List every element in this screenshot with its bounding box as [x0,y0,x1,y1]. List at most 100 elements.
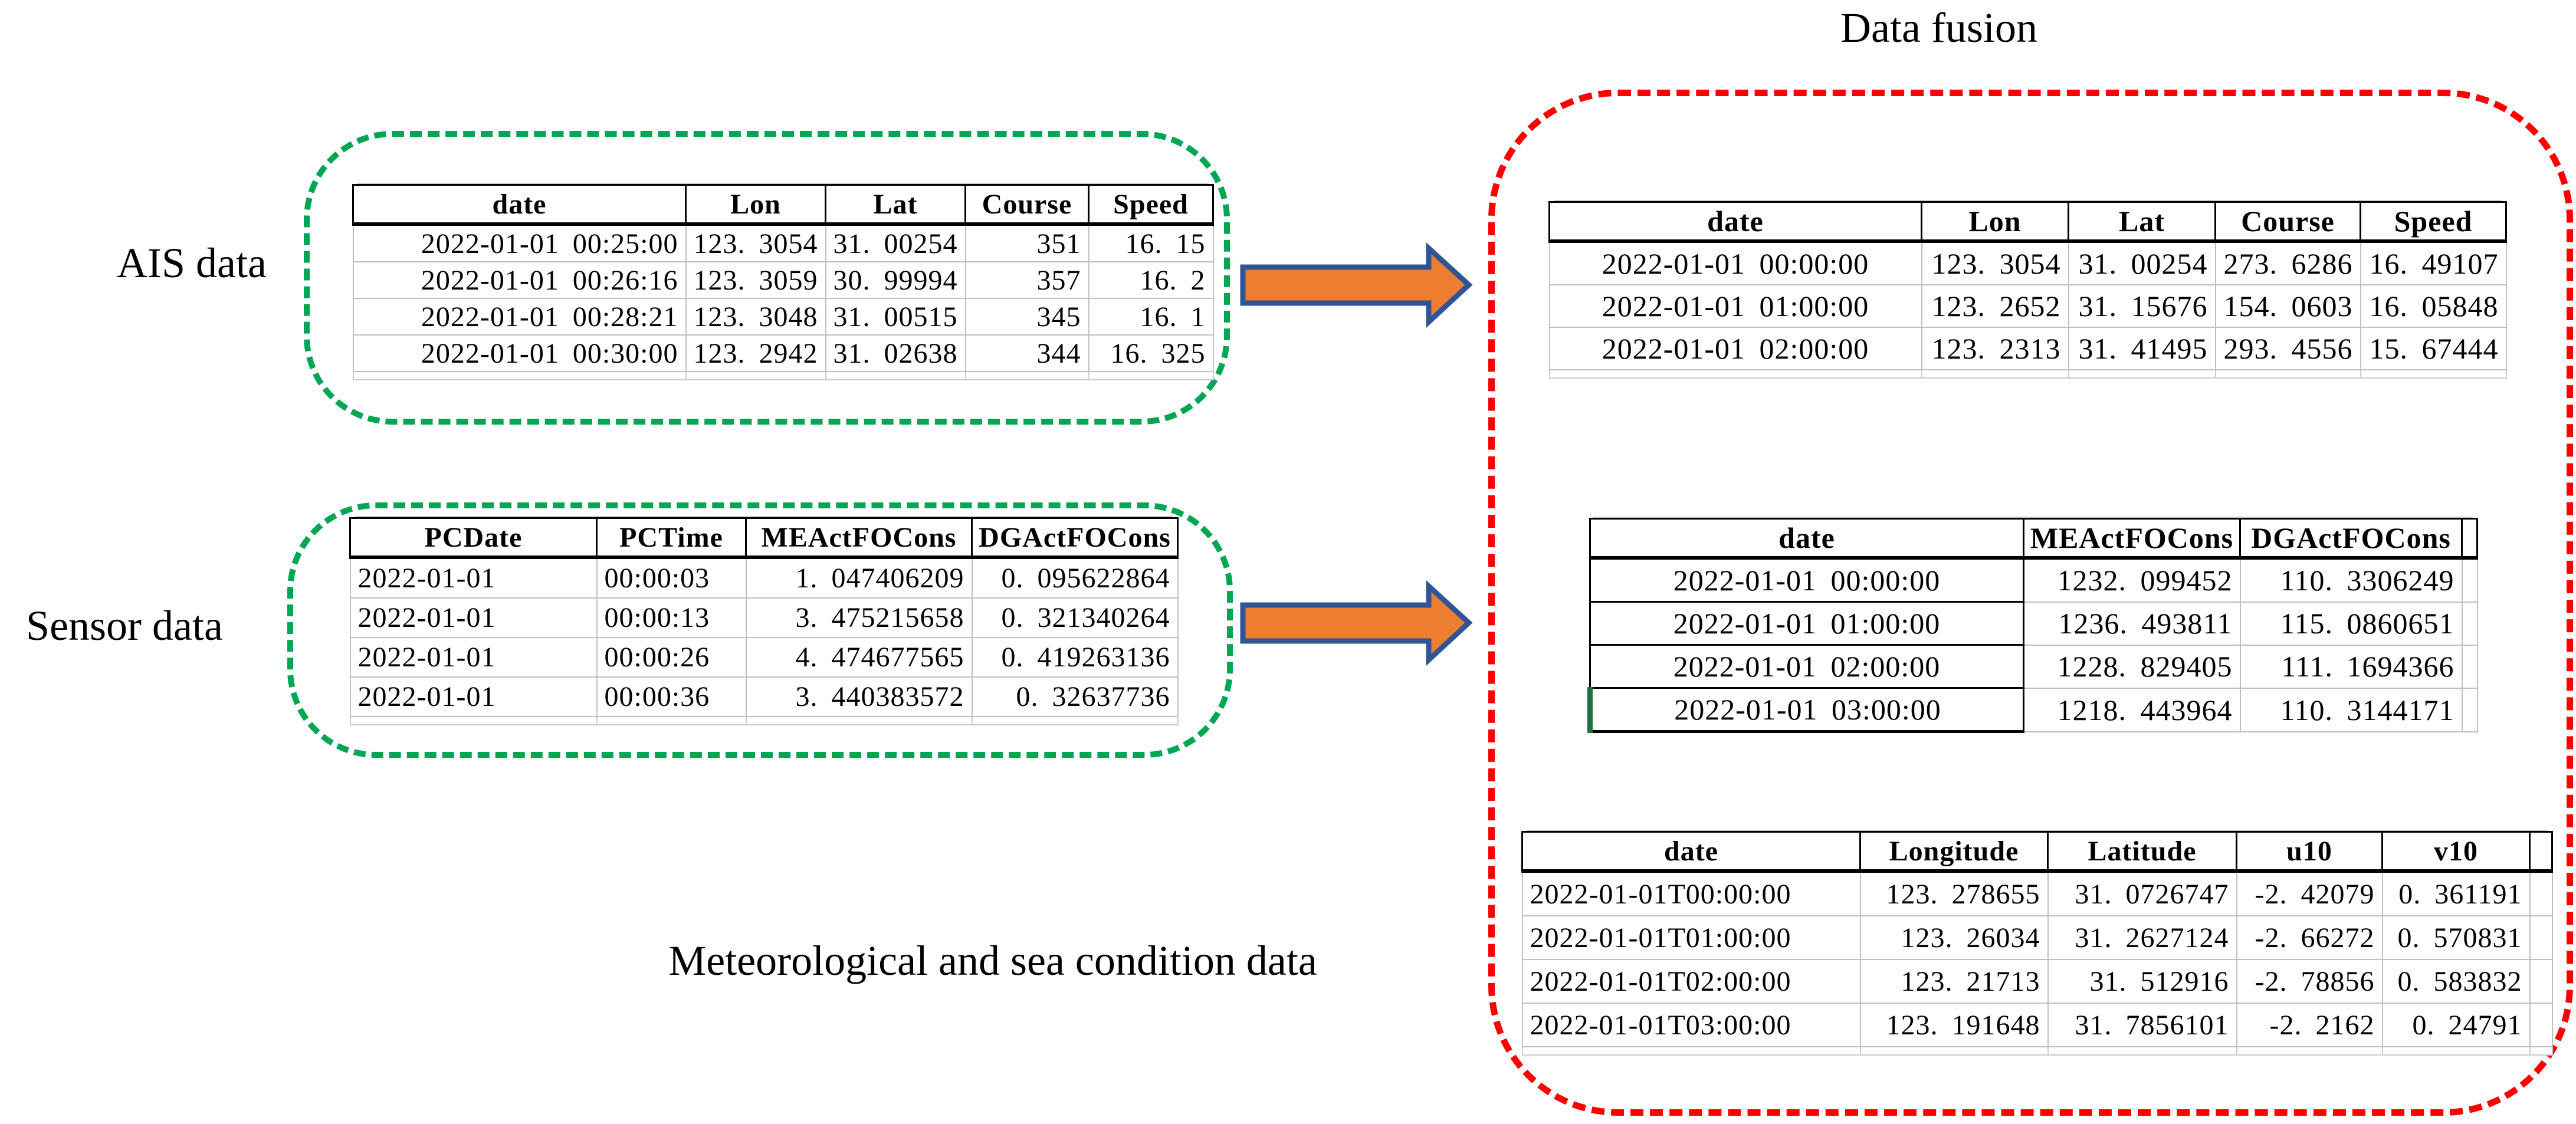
column-header [2461,518,2478,560]
table-cell: 00:00:36 [596,676,747,717]
table-cell: 2022-01-01 [349,676,598,717]
table-cell: 2022-01-01 00:00:00 [1548,241,1922,285]
table-cell: 123. 2313 [1921,327,2069,370]
table-cell: 16. 325 [1088,334,1214,372]
table-cell: 3. 440383572 [745,676,973,717]
table-cell: 123. 3059 [685,261,826,299]
table-cell [2529,870,2553,916]
table-cell: 2022-01-01 00:28:21 [352,298,687,336]
table-cell: 0. 583832 [2381,959,2531,1004]
column-header: date [1521,831,1861,873]
table-cell: 293. 4556 [2214,327,2361,370]
table-cell [349,716,598,725]
column-header: DGActFOCons [971,517,1179,559]
table-cell: 123. 3054 [1921,241,2069,285]
column-header: Speed [2360,201,2507,243]
table-cell: 357 [964,261,1090,299]
table-cell: 31. 512916 [2047,959,2237,1004]
column-header: Course [964,184,1090,226]
column-header: date [1589,518,2024,560]
table-cell: 154. 0603 [2214,284,2361,328]
table-cell: 2022-01-01T02:00:00 [1521,959,1861,1004]
table-cell: 2022-01-01 03:00:00 [1587,687,2024,733]
table-cell [2529,915,2553,960]
table-cell: 123. 2942 [685,334,826,372]
table-cell [2461,557,2478,603]
table-cell [1521,1046,1861,1056]
table-cell: 2022-01-01T01:00:00 [1521,915,1861,960]
table-cell: 2022-01-01 [349,597,598,638]
column-header: date [1548,201,1922,243]
column-header: Course [2214,201,2361,243]
table-cell: 273. 6286 [2214,241,2361,285]
table-cell: 2022-01-01 00:26:16 [352,261,687,299]
column-header: Lat [2068,201,2216,243]
column-header [2529,831,2553,873]
table-cell: 16. 05848 [2360,284,2507,328]
table-cell: 16. 15 [1088,224,1214,262]
table-cell [2381,1046,2531,1056]
column-header: Lat [825,184,966,226]
table-cell: 123. 3054 [685,224,826,262]
column-header: MEActFOCons [745,517,973,559]
column-header: Speed [1088,184,1214,226]
table-cell: 31. 00254 [825,224,966,262]
table-cell [964,371,1090,380]
table-cell [2461,687,2478,732]
table-cell: 16. 49107 [2360,241,2507,285]
sensor-data-group-box [287,502,1233,758]
column-header: PCTime [596,517,747,559]
table-cell [2529,959,2553,1004]
table-cell: 0. 570831 [2381,915,2531,960]
table-cell: 115. 0860651 [2239,601,2463,646]
table-cell [596,716,747,725]
column-header: u10 [2236,831,2383,873]
ais-data-label: AIS data [117,239,267,287]
table-cell: 31. 2627124 [2047,915,2237,960]
table-cell [2360,369,2507,379]
table-cell: 123. 26034 [1859,915,2049,960]
table-cell: 2022-01-01 [349,557,598,599]
table-cell: 00:00:26 [596,637,747,678]
table-cell: 00:00:03 [596,557,747,599]
table-cell [2068,369,2216,379]
partial-row [349,716,1179,725]
column-header: v10 [2381,831,2531,873]
data-fusion-label: Data fusion [1840,4,2037,51]
column-header: Lon [685,184,826,226]
table-cell: -2. 78856 [2236,959,2383,1004]
table-cell: 2022-01-01T03:00:00 [1521,1003,1861,1047]
table-cell [2529,1003,2553,1047]
table-cell [1921,369,2069,379]
right-arrow-icon [1240,580,1473,666]
table-cell: 110. 3144171 [2239,687,2463,732]
ais-data-group-box [304,131,1230,425]
table-cell: 111. 1694366 [2239,644,2463,689]
table-cell: 0. 095622864 [971,557,1179,599]
table-cell: 3. 475215658 [745,597,973,638]
column-header: Lon [1921,201,2069,243]
table-cell: 2022-01-01 00:25:00 [352,224,687,262]
column-header: date [352,184,687,226]
